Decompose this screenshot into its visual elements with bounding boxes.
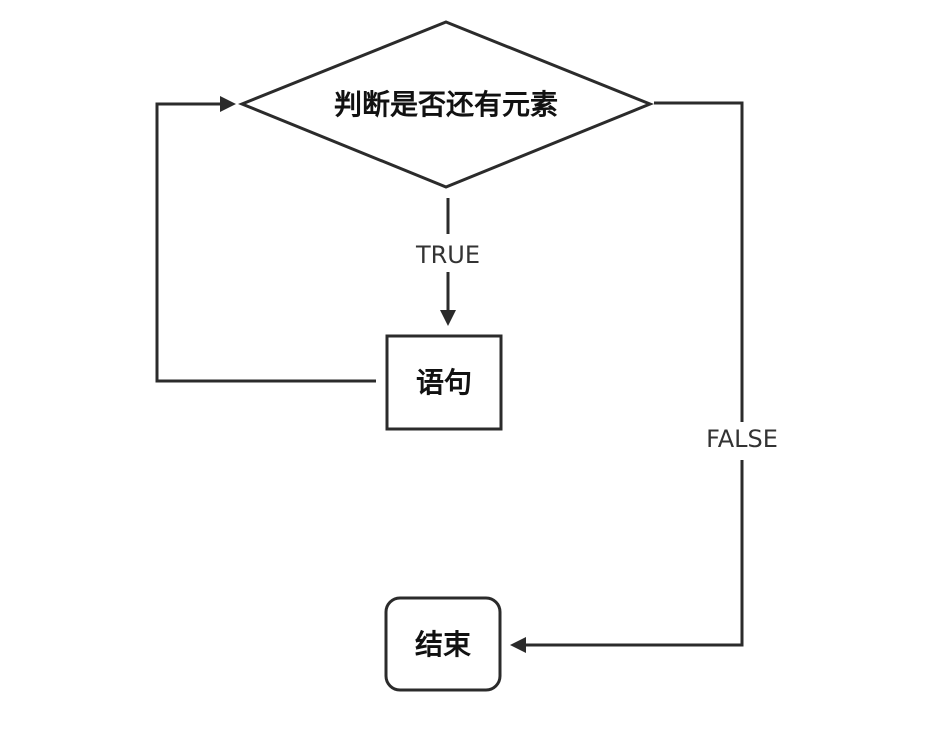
true-edge-label: TRUE <box>415 241 480 269</box>
end-box <box>384 596 502 692</box>
loop-back-edge-line <box>155 102 376 383</box>
false-edge-label: FALSE <box>706 425 778 453</box>
decision-label: 判断是否还有元素 <box>334 88 558 121</box>
statement-node: 语句 <box>385 334 503 431</box>
false-edge: FALSE <box>510 101 778 653</box>
false-edge-arrowhead <box>510 637 526 653</box>
loop-back-edge <box>155 96 376 383</box>
loop-back-edge-arrowhead <box>220 96 236 112</box>
decision-node: 判断是否还有元素 <box>237 20 655 189</box>
true-edge-arrowhead <box>440 310 456 326</box>
statement-box <box>385 334 503 431</box>
end-node: 结束 <box>384 596 502 692</box>
false-edge-line-upper <box>654 101 744 422</box>
true-edge: TRUE <box>415 198 480 326</box>
end-label: 结束 <box>415 628 471 661</box>
false-edge-line-lower <box>524 460 744 647</box>
statement-label: 语句 <box>416 366 472 399</box>
decision-diamond-shape <box>237 20 655 189</box>
